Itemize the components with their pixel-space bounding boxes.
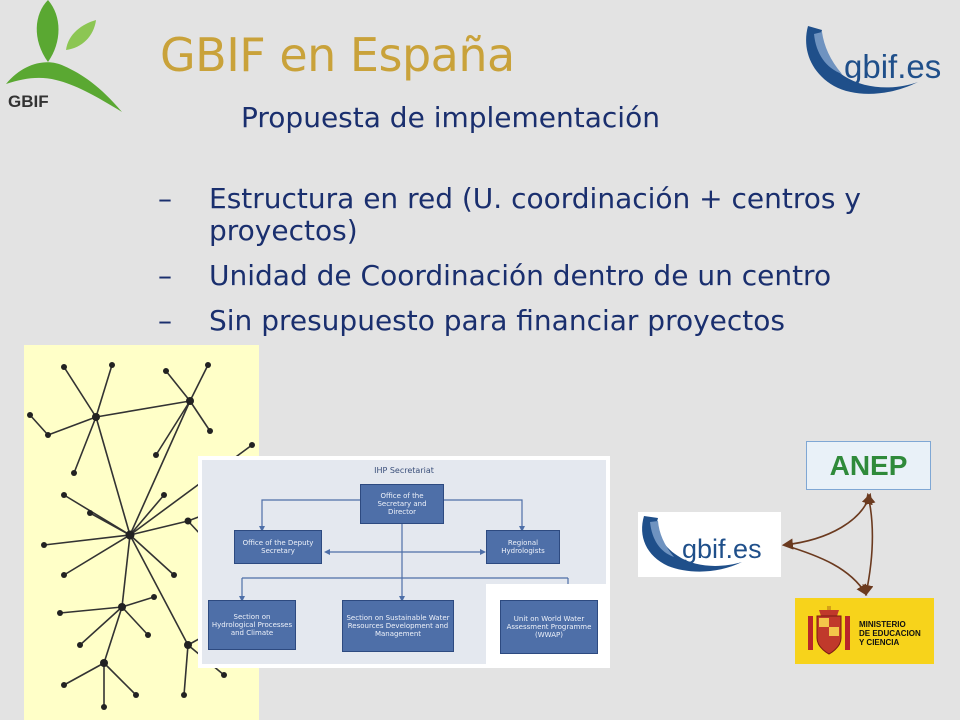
gbif-es-logo-small: gbif.es [638, 512, 781, 577]
gbif-es-logo-suffix: .es [897, 48, 942, 85]
slide-subtitle: Propuesta de implementación [241, 101, 660, 134]
coat-of-arms-icon [808, 606, 850, 655]
gbif-leaf-icon [6, 0, 122, 112]
ministerio-logo: MINISTERIO DE EDUCACION Y CIENCIA [795, 598, 934, 664]
org-wwap-panel: Unit on World Water Assessment Programme… [486, 584, 610, 668]
org-box-sustainable: Section on Sustainable Water Resources D… [342, 600, 454, 652]
gbif-es-logo: gbif.es [800, 24, 960, 98]
org-chart-panel: IHP Secretariat Office [202, 460, 610, 668]
org-chart-title: IHP Secretariat [374, 466, 434, 475]
ministerio-text-line: DE EDUCACION [859, 629, 921, 638]
arrow-anep-gbif [781, 492, 873, 550]
gbif-es-logo-text: gbif [844, 48, 898, 85]
org-chart-connectors [239, 499, 571, 602]
ministerio-text-line: MINISTERIO [859, 620, 906, 629]
bullet-marker: – [158, 259, 172, 292]
bullet-item: – Estructura en red (U. coordinación + ce… [150, 183, 950, 247]
org-box-deputy: Office of the Deputy Secretary [234, 530, 322, 564]
bullet-text: Estructura en red (U. coordinación + cen… [209, 182, 861, 247]
gbif-es-small-text: gbif [682, 534, 726, 564]
bullet-item: – Sin presupuesto para financiar proyecto… [150, 305, 950, 337]
bullet-list: – Estructura en red (U. coordinación + ce… [150, 183, 950, 350]
ministerio-text-line: Y CIENCIA [859, 638, 900, 647]
gbif-es-swoosh-small-icon [642, 516, 742, 572]
bullet-text: Sin presupuesto para financiar proyectos [209, 304, 785, 337]
gbif-es-small-suffix: .es [725, 534, 762, 564]
anep-logo: ANEP [806, 441, 931, 490]
ministerio-logo-text: MINISTERIO DE EDUCACION Y CIENCIA [859, 620, 921, 647]
slide-title: GBIF en España [160, 28, 515, 82]
bullet-item: – Unidad de Coordinación dentro de un cen… [150, 260, 950, 292]
gbif-logo-text: GBIF [8, 92, 49, 111]
bullet-marker: – [158, 182, 172, 215]
bullet-marker: – [158, 304, 172, 337]
org-box-regional: Regional Hydrologists [486, 530, 560, 564]
org-chart-image: IHP Secretariat Office [198, 456, 610, 668]
org-box-director: Office of the Secretary and Director [360, 484, 444, 524]
arrow-anep-mec [862, 492, 876, 597]
gbif-logo: GBIF [4, 0, 126, 118]
gbif-es-swoosh-icon [806, 26, 918, 94]
arrow-gbif-mec [783, 544, 868, 596]
org-box-wwap: Unit on World Water Assessment Programme… [500, 600, 598, 654]
bullet-text: Unidad de Coordinación dentro de un cent… [209, 259, 832, 292]
org-box-hydrological: Section on Hydrological Processes and Cl… [208, 600, 296, 650]
